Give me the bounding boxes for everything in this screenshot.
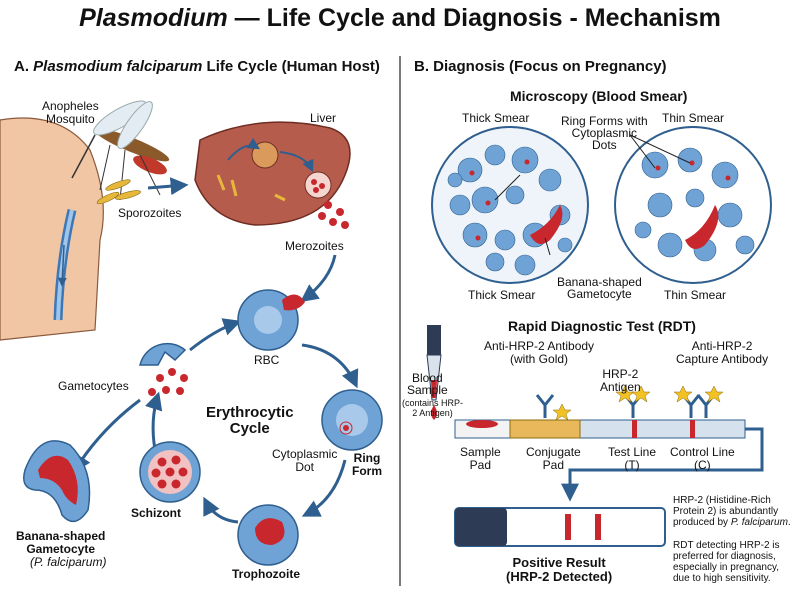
banana-gametocyte-icon bbox=[23, 440, 91, 523]
test-line-label: Test Line (T) bbox=[608, 445, 657, 472]
schizont-icon bbox=[139, 441, 201, 503]
mosquito-label: Anopheles Mosquito bbox=[42, 99, 99, 126]
microscopy-title: Microscopy (Blood Smear) bbox=[510, 88, 688, 104]
banana-gametocyte-label: Banana-shaped Gametocyte bbox=[16, 529, 106, 556]
cytoplasmic-dot-label: Cytoplasmic Dot bbox=[272, 447, 338, 474]
sporozoites-icon bbox=[96, 179, 141, 205]
section-divider bbox=[399, 56, 401, 586]
trophozoite-label: Trophozoite bbox=[232, 567, 300, 581]
thick-smear-bottom-label: Thick Smear bbox=[468, 288, 536, 302]
result-cassette-icon bbox=[454, 507, 666, 547]
human-arm bbox=[0, 117, 104, 341]
trophozoite-icon bbox=[237, 504, 299, 566]
control-line-label: Control Line (C) bbox=[670, 445, 735, 472]
schizont-label: Schizont bbox=[131, 506, 181, 520]
merozoites-icon bbox=[318, 201, 349, 229]
sample-pad-label: Sample Pad bbox=[460, 445, 501, 472]
conjugate-pad-label: Conjugate Pad bbox=[526, 445, 581, 472]
gold-particles bbox=[552, 385, 724, 421]
section-a-header: A. Plasmodium falciparum Life Cycle (Hum… bbox=[14, 58, 380, 75]
banana-smear-label: Banana-shaped Gametocyte bbox=[557, 275, 642, 301]
rdt-title: Rapid Diagnostic Test (RDT) bbox=[508, 318, 696, 334]
species-label: (P. falciparum) bbox=[30, 555, 107, 569]
positive-result-label: Positive Result (HRP-2 Detected) bbox=[506, 555, 613, 584]
capture-antibody-label: Anti-HRP-2 Capture Antibody bbox=[676, 339, 769, 366]
liver-label: Liver bbox=[310, 111, 337, 125]
dropper-icon bbox=[426, 325, 442, 420]
rdt-preferred-note: RDT detecting HRP-2 is preferred for dia… bbox=[673, 540, 780, 584]
rdt-strip bbox=[454, 419, 746, 439]
rbc-label: RBC bbox=[254, 353, 280, 367]
ring-form-label: Ring Form bbox=[352, 451, 382, 478]
ring-forms-label: Ring Forms with Cytoplasmic Dots bbox=[561, 114, 648, 152]
burst-rbc-icon bbox=[139, 342, 188, 396]
ring-form-icon bbox=[321, 389, 383, 451]
thin-smear-bottom-label: Thin Smear bbox=[664, 288, 727, 302]
sporozoites-label: Sporozoites bbox=[118, 206, 182, 220]
thin-smear-top-label: Thin Smear bbox=[662, 111, 725, 125]
page-title: Plasmodium — Life Cycle and Diagnosis - … bbox=[79, 4, 721, 32]
thick-smear-icon bbox=[431, 126, 589, 284]
gametocytes-label: Gametocytes bbox=[58, 379, 129, 393]
liver-icon bbox=[194, 121, 351, 226]
diagnosis-diagram bbox=[426, 126, 772, 547]
section-b-header: B. Diagnosis (Focus on Pregnancy) bbox=[414, 58, 667, 75]
thick-smear-top-label: Thick Smear bbox=[462, 111, 530, 125]
hrp2-antigen-label: HRP-2 Antigen bbox=[600, 367, 641, 394]
erythrocytic-cycle-label: Erythrocytic Cycle bbox=[206, 404, 294, 437]
hrp2-note: HRP-2 (Histidine-Rich Protein 2) is abun… bbox=[673, 495, 791, 528]
blood-sample-label: Blood Sample bbox=[407, 371, 448, 397]
rbc-icon bbox=[237, 289, 305, 351]
gold-antibody-label: Anti-HRP-2 Antibody (with Gold) bbox=[484, 339, 595, 366]
life-cycle-diagram bbox=[0, 100, 383, 566]
merozoites-label: Merozoites bbox=[285, 239, 344, 253]
blood-note-label: (contains HRP- 2 Antigen) bbox=[402, 398, 464, 418]
